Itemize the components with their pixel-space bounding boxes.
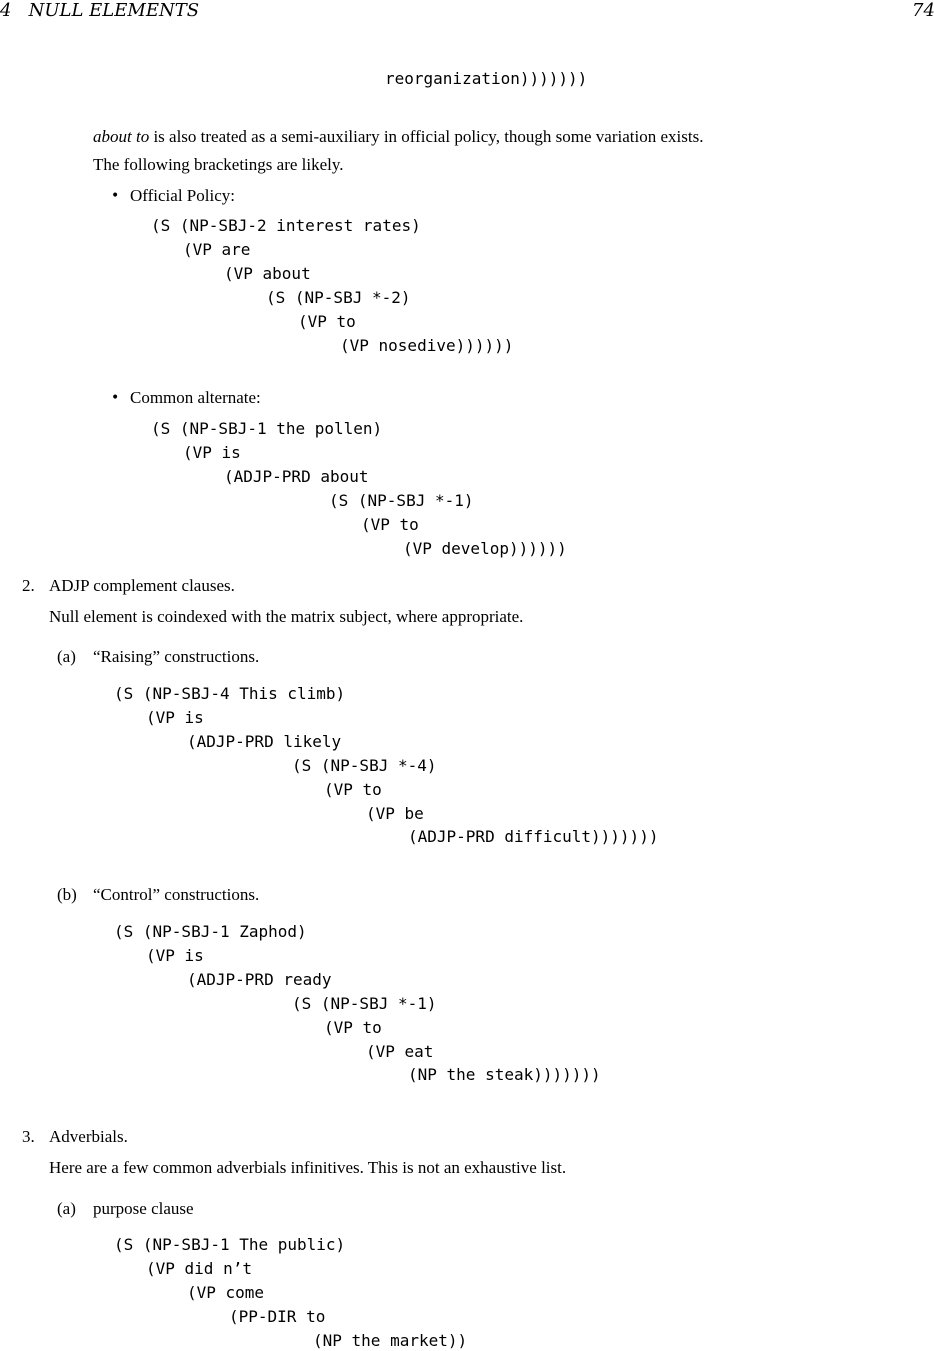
code-line: (VP is [183, 443, 241, 462]
page-number: 74 [912, 0, 934, 21]
code-line: (VP did n’t [146, 1259, 252, 1278]
code-line: (VP come [187, 1283, 265, 1302]
subsection-label: (a) [57, 1199, 76, 1218]
subsection-title: purpose clause [93, 1199, 194, 1218]
code-line: (S (NP-SBJ-1 Zaphod) [114, 922, 307, 941]
code-line: (VP about [224, 264, 311, 283]
code-line: (S (NP-SBJ *-1) [329, 491, 474, 510]
code-line: (VP to [324, 1018, 382, 1037]
paragraph-text: is also treated as a semi-auxiliary in o… [149, 127, 704, 146]
subsection-label: (a) [57, 647, 76, 666]
code-line: (ADJP-PRD likely [187, 732, 342, 751]
code-line: (VP is [146, 708, 204, 727]
subsection-title: “Raising” constructions. [93, 647, 260, 666]
code-line: (VP to [361, 515, 419, 534]
paragraph-about-to: about to is also treated as a semi-auxil… [93, 127, 703, 147]
code-line: (VP nosedive)))))) [340, 336, 514, 355]
subsection-title: “Control” constructions. [93, 885, 260, 904]
section-description: Null element is coindexed with the matri… [49, 607, 524, 626]
bullet-label-official-policy: Official Policy: [130, 186, 235, 205]
bullet-marker: • [111, 390, 120, 406]
code-line: (S (NP-SBJ-1 the pollen) [151, 419, 383, 438]
section-number: 2. [22, 576, 35, 595]
code-line: (VP develop)))))) [403, 539, 567, 558]
code-line: (NP the steak))))))) [408, 1065, 601, 1084]
code-line: (S (NP-SBJ-2 interest rates) [151, 216, 421, 235]
subsection-label: (b) [57, 885, 77, 904]
code-line: (S (NP-SBJ-1 The public) [114, 1235, 346, 1254]
code-line: (VP eat [366, 1042, 434, 1061]
code-line: (VP to [324, 780, 382, 799]
italic-term: about to [93, 127, 150, 146]
code-line: (VP to [298, 312, 356, 331]
code-line: (S (NP-SBJ *-4) [292, 756, 437, 775]
section-title: ADJP complement clauses. [49, 576, 235, 595]
code-line: (NP the market)) [313, 1331, 468, 1350]
section-number: 3. [22, 1127, 35, 1146]
code-line: (S (NP-SBJ-4 This climb) [114, 684, 346, 703]
bullet-marker: • [111, 188, 120, 204]
section-title: Adverbials. [49, 1127, 128, 1146]
running-header: 4 NULL ELEMENTS [0, 0, 200, 21]
code-line: (S (NP-SBJ *-1) [292, 994, 437, 1013]
paragraph-line: The following bracketings are likely. [93, 155, 344, 174]
code-line: (VP is [146, 946, 204, 965]
code-line: (S (NP-SBJ *-2) [266, 288, 411, 307]
section-description: Here are a few common adverbials infinit… [49, 1158, 567, 1177]
code-line: (PP-DIR to [229, 1307, 326, 1326]
code-line: (ADJP-PRD about [224, 467, 369, 486]
code-line: (ADJP-PRD ready [187, 970, 332, 989]
code-continuation: reorganization))))))) [385, 69, 588, 88]
code-line: (ADJP-PRD difficult))))))) [408, 827, 659, 846]
code-line: (VP be [366, 804, 424, 823]
bullet-label-common-alternate: Common alternate: [130, 388, 261, 407]
code-line: (VP are [183, 240, 251, 259]
